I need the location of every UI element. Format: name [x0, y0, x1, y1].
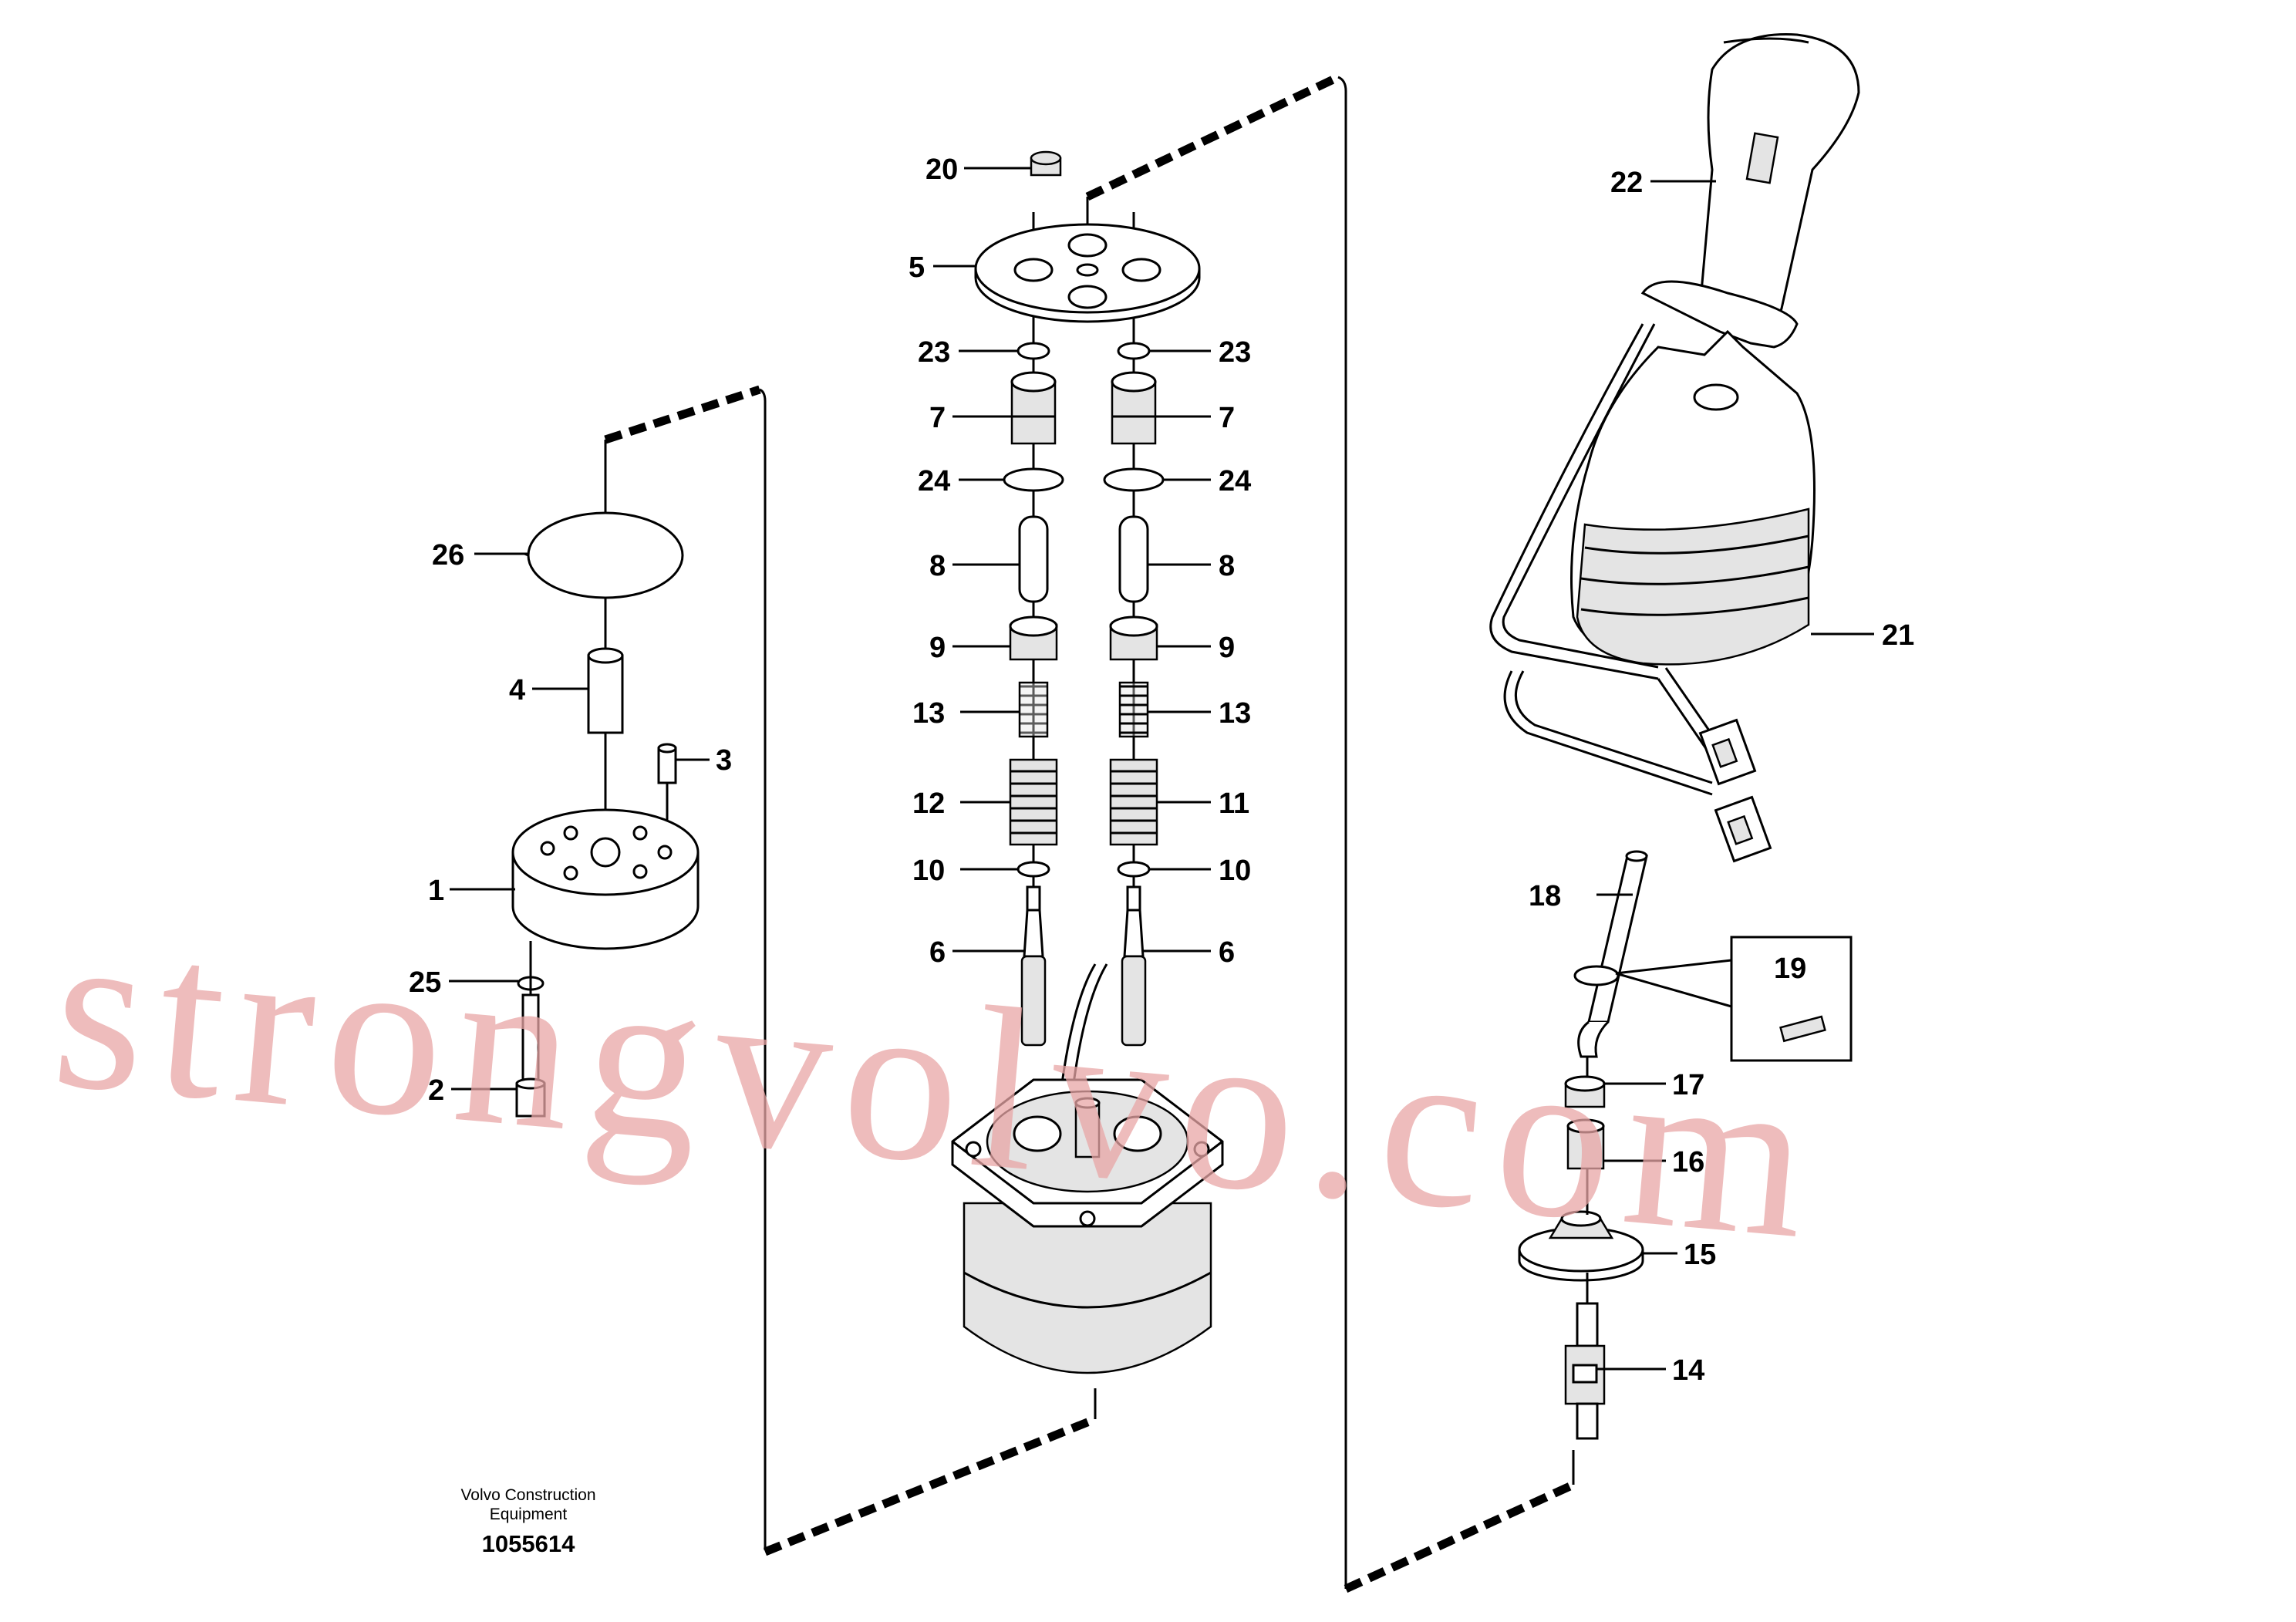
- callout-12: 12: [912, 787, 945, 820]
- lever-washer: [1573, 965, 1620, 986]
- callout-20: 20: [925, 153, 958, 186]
- spring-large-left: [1009, 758, 1058, 846]
- bushing-part: [1564, 1075, 1606, 1108]
- callout-2: 2: [428, 1074, 444, 1107]
- pin-part: [657, 743, 677, 848]
- callout-8-left: 8: [929, 550, 946, 582]
- callout-17: 17: [1672, 1069, 1704, 1101]
- callout-19: 19: [1774, 953, 1806, 985]
- callout-24-right: 24: [1219, 465, 1251, 497]
- bolt-part: [515, 941, 546, 1118]
- detail-box-19: [1730, 936, 1853, 1062]
- left-assembly: [511, 440, 700, 1118]
- callout-4: 4: [509, 674, 525, 706]
- callout-25: 25: [409, 966, 441, 999]
- base-plate-part: [1518, 1210, 1644, 1282]
- connector-upper: [1698, 718, 1757, 786]
- callout-13-right: 13: [1219, 697, 1251, 730]
- callout-13-left: 13: [912, 697, 945, 730]
- callout-18: 18: [1529, 880, 1561, 912]
- spring-large-right: [1109, 758, 1158, 846]
- callout-23-left: 23: [918, 336, 950, 369]
- callout-9-left: 9: [929, 632, 946, 664]
- sleeve-part-right: [1566, 1118, 1605, 1170]
- callout-3: 3: [716, 744, 732, 777]
- callout-24-left: 24: [918, 465, 950, 497]
- guide-plate-part: [974, 223, 1201, 323]
- section-boundary-right: [1085, 73, 1576, 1593]
- callout-leaders: [449, 167, 1874, 1371]
- sleeve-part: [587, 647, 624, 734]
- valve-housing: [951, 1078, 1224, 1374]
- caption-line-2: Equipment: [490, 1506, 568, 1523]
- callout-6-right: 6: [1219, 936, 1235, 969]
- callout-11: 11: [1219, 787, 1249, 820]
- o-ring-large: [527, 511, 684, 599]
- callout-26: 26: [432, 539, 464, 572]
- drawing-caption: Volvo Construction Equipment 1055614: [460, 1486, 595, 1557]
- center-assembly: [951, 150, 1224, 1374]
- callout-7-left: 7: [929, 402, 946, 434]
- callout-10-left: 10: [912, 855, 945, 887]
- left-stack: [1003, 342, 1064, 1047]
- callout-6-left: 6: [929, 936, 946, 969]
- drawing-number: 1055614: [482, 1530, 575, 1557]
- callout-7-right: 7: [1219, 402, 1235, 434]
- callout-8-right: 8: [1219, 550, 1235, 582]
- callout-21: 21: [1882, 619, 1914, 652]
- callout-10-right: 10: [1219, 855, 1251, 887]
- cable-harness: [1489, 323, 1718, 796]
- rubber-boot: [1570, 280, 1816, 666]
- callout-5: 5: [909, 251, 925, 284]
- plate-part: [511, 808, 700, 950]
- caption-line-1: Volvo Construction: [460, 1486, 595, 1504]
- right-stack: [1103, 342, 1165, 1047]
- universal-joint: [1564, 1302, 1606, 1440]
- callout-15: 15: [1684, 1239, 1716, 1271]
- callout-16: 16: [1672, 1146, 1704, 1179]
- callout-23-right: 23: [1219, 336, 1251, 369]
- spring-small-right: [1118, 681, 1149, 738]
- callout-labels: 1 2 3 4 5 6 6 7 7 8 8 9 9 10 10 11 12 13…: [409, 153, 1914, 1387]
- connector-lower: [1714, 795, 1772, 863]
- callout-22: 22: [1610, 167, 1643, 199]
- callout-9-right: 9: [1219, 632, 1235, 664]
- spring-small-left: [1018, 681, 1049, 738]
- cap-part: [1030, 150, 1062, 177]
- handle-grip: [1699, 33, 1860, 333]
- section-boundary-left: [604, 385, 1097, 1556]
- callout-14: 14: [1672, 1354, 1704, 1387]
- callout-1: 1: [428, 875, 444, 907]
- right-assembly: [1489, 33, 1860, 1440]
